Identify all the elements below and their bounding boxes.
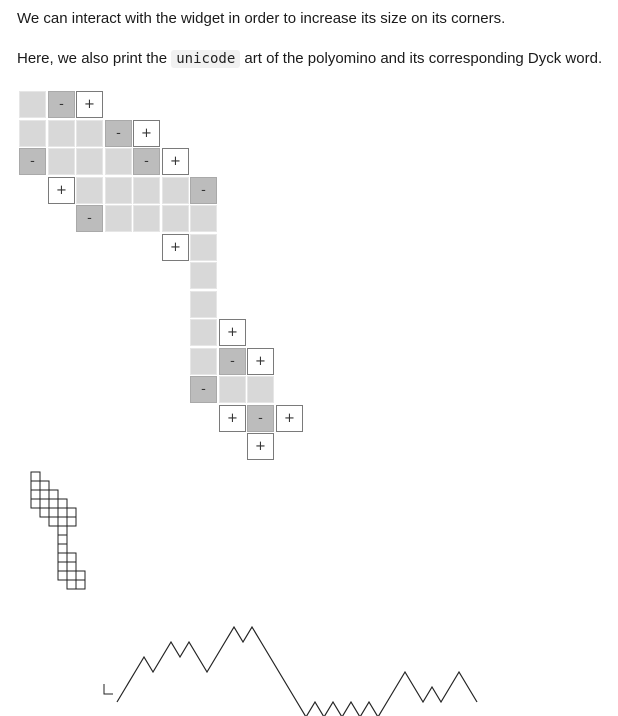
polyomino-widget: - + - + - - + + - - + + - + - + - + + — [19, 91, 303, 460]
plus-label: + — [141, 126, 152, 141]
description-text: Here, we also print the unicode art of t… — [17, 49, 602, 69]
remove-cell-button[interactable]: - — [76, 205, 103, 232]
grid-cell — [190, 205, 217, 232]
grid-cell — [19, 120, 46, 147]
remove-cell-button[interactable]: - — [190, 177, 217, 204]
add-cell-button[interactable]: + — [276, 405, 303, 432]
art-cell — [48, 498, 59, 509]
art-cell — [48, 516, 59, 527]
add-cell-button[interactable]: + — [162, 148, 189, 175]
add-cell-button[interactable]: + — [162, 234, 189, 261]
add-cell-button[interactable]: + — [76, 91, 103, 118]
grid-cell — [247, 376, 274, 403]
intro-text: We can interact with the widget in order… — [17, 10, 506, 27]
art-cell — [75, 570, 86, 581]
art-cell — [48, 507, 59, 518]
minus-label: - — [87, 211, 92, 226]
art-cell — [30, 471, 41, 482]
grid-cell — [190, 348, 217, 375]
remove-cell-button[interactable]: - — [19, 148, 46, 175]
add-cell-button[interactable]: + — [247, 348, 274, 375]
art-cell — [30, 498, 41, 509]
add-cell-button[interactable]: + — [48, 177, 75, 204]
code-unicode: unicode — [171, 50, 241, 68]
minus-label: - — [116, 126, 121, 141]
grid-cell — [105, 177, 132, 204]
art-cell — [75, 579, 86, 590]
grid-cell — [190, 319, 217, 346]
plus-label: + — [170, 154, 181, 169]
plus-label: + — [227, 411, 238, 426]
grid-cell — [105, 148, 132, 175]
minus-label: - — [144, 154, 149, 169]
grid-cell — [162, 205, 189, 232]
art-cell — [66, 579, 77, 590]
art-cell — [66, 516, 77, 527]
grid-cell — [48, 120, 75, 147]
art-cell — [57, 543, 68, 554]
minus-label: - — [59, 97, 64, 112]
plus-label: + — [170, 240, 181, 255]
grid-cell — [76, 177, 103, 204]
grid-cell — [219, 376, 246, 403]
dyck-path — [116, 625, 478, 716]
minus-label: - — [201, 183, 206, 198]
minus-label: - — [201, 382, 206, 397]
add-cell-button[interactable]: + — [133, 120, 160, 147]
art-cell — [57, 507, 68, 518]
description-part-1: Here, we also print the — [17, 50, 172, 67]
grid-cell — [133, 177, 160, 204]
art-cell — [57, 570, 68, 581]
art-cell — [57, 516, 68, 527]
add-cell-button[interactable]: + — [247, 433, 274, 460]
art-cell — [57, 552, 68, 563]
description-part-2: art of the polyomino and its correspondi… — [240, 50, 603, 67]
grid-cell — [48, 148, 75, 175]
art-cell — [57, 534, 68, 545]
art-tail — [103, 684, 113, 695]
minus-label: - — [230, 354, 235, 369]
art-cell — [30, 489, 41, 500]
art-cell — [39, 498, 50, 509]
art-cell — [57, 525, 68, 536]
grid-cell — [190, 234, 217, 261]
minus-label: - — [258, 411, 263, 426]
grid-cell — [162, 177, 189, 204]
art-cell — [39, 480, 50, 491]
art-cell — [39, 489, 50, 500]
art-cell — [66, 507, 77, 518]
grid-cell — [76, 120, 103, 147]
plus-label: + — [284, 411, 295, 426]
art-cell — [57, 498, 68, 509]
plus-label: + — [56, 183, 67, 198]
grid-cell — [19, 91, 46, 118]
grid-cell — [105, 205, 132, 232]
grid-cell — [133, 205, 160, 232]
art-cell — [30, 480, 41, 491]
minus-label: - — [30, 154, 35, 169]
plus-label: + — [227, 325, 238, 340]
add-cell-button[interactable]: + — [219, 405, 246, 432]
art-cell — [57, 561, 68, 572]
art-cell — [66, 561, 77, 572]
art-cell — [48, 489, 59, 500]
remove-cell-button[interactable]: - — [190, 376, 217, 403]
plus-label: + — [84, 97, 95, 112]
remove-cell-button[interactable]: - — [48, 91, 75, 118]
remove-cell-button[interactable]: - — [219, 348, 246, 375]
plus-label: + — [255, 439, 266, 454]
remove-cell-button[interactable]: - — [247, 405, 274, 432]
remove-cell-button[interactable]: - — [133, 148, 160, 175]
add-cell-button[interactable]: + — [219, 319, 246, 346]
grid-cell — [190, 291, 217, 318]
art-cell — [66, 552, 77, 563]
art-cell — [66, 570, 77, 581]
plus-label: + — [255, 354, 266, 369]
remove-cell-button[interactable]: - — [105, 120, 132, 147]
art-cell — [39, 507, 50, 518]
grid-cell — [190, 262, 217, 289]
grid-cell — [76, 148, 103, 175]
